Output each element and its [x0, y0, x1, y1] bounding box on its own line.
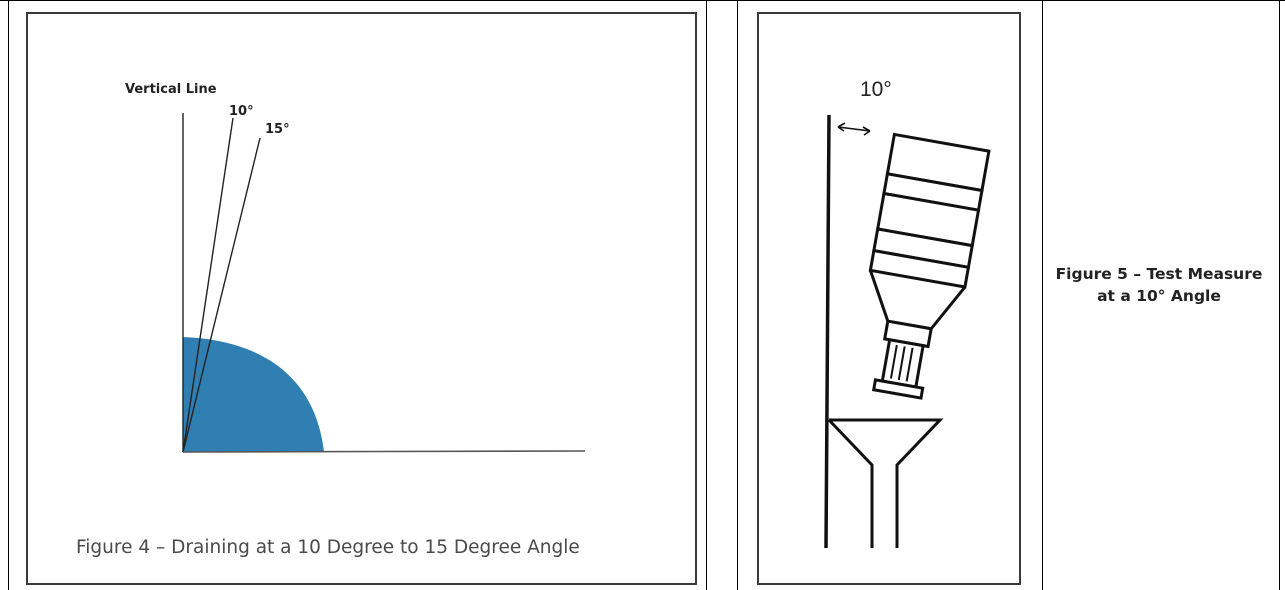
ten-degree-line — [182, 117, 234, 453]
table-border-right — [1279, 0, 1280, 590]
angle-arrowhead-left — [837, 122, 846, 132]
angle-arrow — [837, 126, 871, 132]
test-measure — [868, 132, 991, 400]
funnel — [827, 418, 944, 548]
table-divider-1 — [706, 0, 707, 590]
figure-4-frame — [26, 12, 697, 585]
angle-label: 10° — [860, 78, 892, 101]
vertical-line-label: Vertical Line — [125, 82, 217, 97]
horizontal-base-line — [182, 450, 586, 453]
figure-5-frame — [757, 12, 1021, 585]
angle-arrowhead-right — [862, 126, 871, 136]
fifteen-degree-label: 15° — [265, 122, 290, 137]
drain-quarter-disc — [183, 337, 324, 452]
wall-line — [824, 114, 831, 549]
fifteen-degree-line — [182, 137, 261, 453]
figure-5-caption: Figure 5 – Test Measure at a 10° Angle — [1055, 265, 1263, 305]
table-divider-2 — [737, 0, 738, 590]
ten-degree-label: 10° — [229, 104, 254, 119]
table-divider-3 — [1042, 0, 1043, 590]
figure-4-caption: Figure 4 – Draining at a 10 Degree to 15… — [76, 537, 580, 558]
table-border-left — [8, 0, 9, 590]
table-border-top — [0, 0, 1285, 1]
